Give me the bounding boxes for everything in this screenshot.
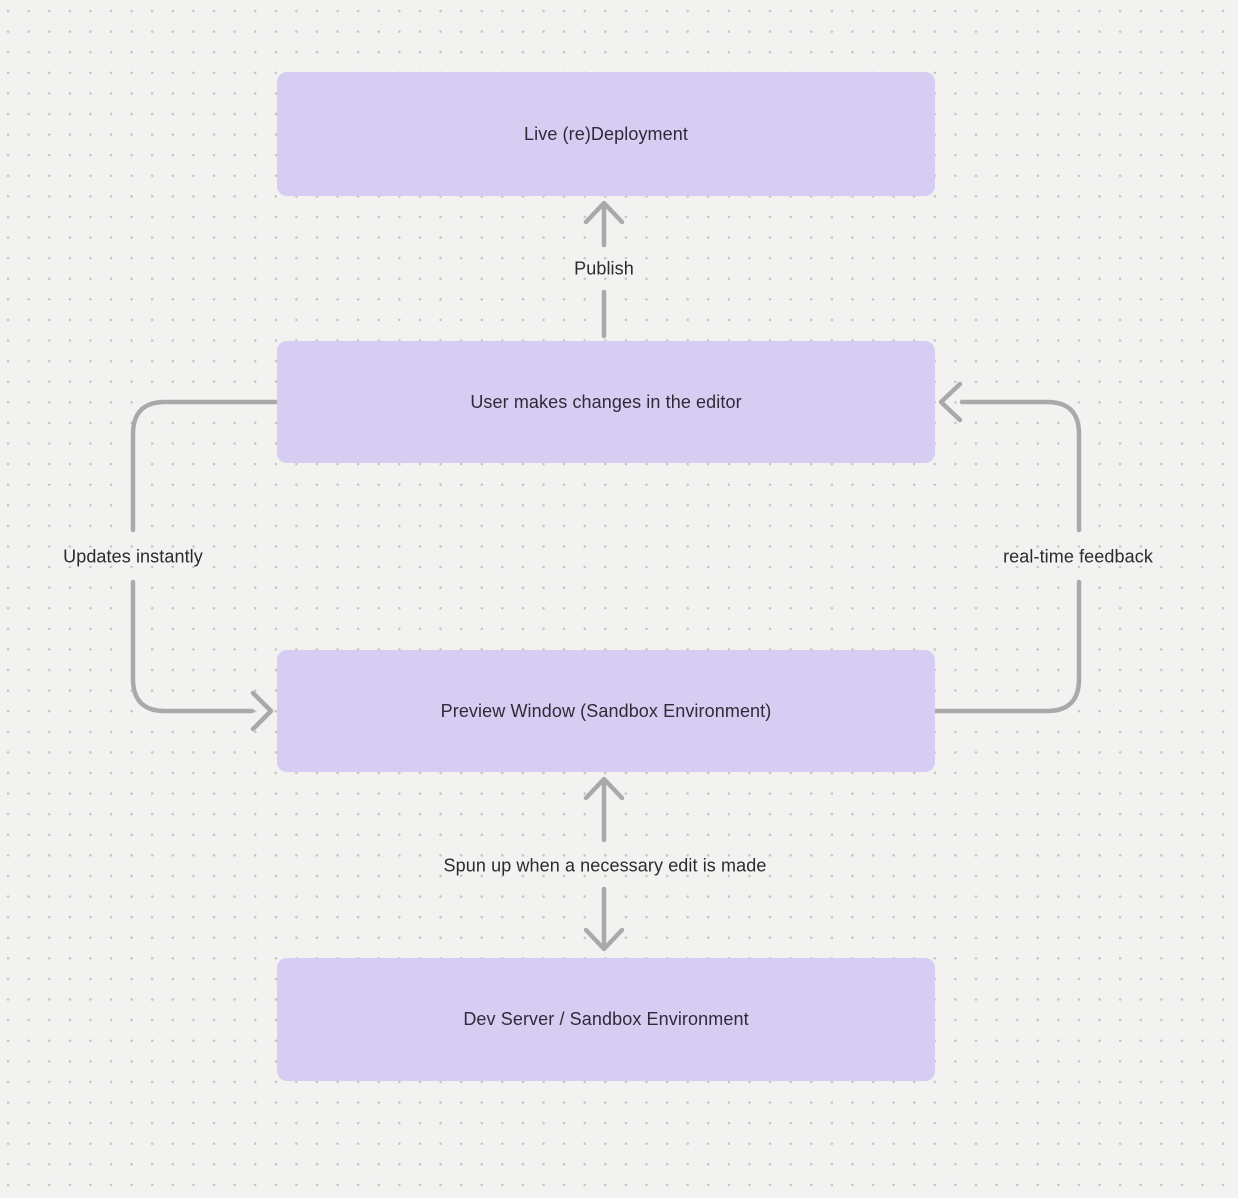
node-label: Live (re)Deployment [524,123,688,144]
arrow-up-head-icon [583,776,625,801]
spun-up-arrow [583,776,625,952]
node-label: Dev Server / Sandbox Environment [463,1009,749,1029]
arrow-up-head-icon [583,200,625,225]
node-preview-window[interactable]: Preview Window (Sandbox Environment) [277,650,935,772]
node-live-deployment[interactable]: Live (re)Deployment [277,72,935,196]
publish-edge-label: Publish [574,258,634,279]
node-label: User makes changes in the editor [470,391,742,412]
arrow-down-head-icon [583,927,625,952]
publish-arrow [583,200,625,339]
updates-instantly-arrow [130,399,280,732]
node-editor[interactable]: User makes changes in the editor [277,341,935,463]
node-label: Preview Window (Sandbox Environment) [440,700,772,721]
arrow-right-head-icon [250,690,274,732]
node-dev-server[interactable]: Dev Server / Sandbox Environment [277,958,935,1081]
arrow-left-head-icon [938,381,963,423]
updates-instantly-edge-label: Updates instantly [63,546,203,567]
real-time-feedback-arrow [932,381,1082,714]
spun-up-edge-label: Spun up when a necessary edit is made [443,855,767,876]
real-time-feedback-edge-label: real-time feedback [1003,546,1153,567]
